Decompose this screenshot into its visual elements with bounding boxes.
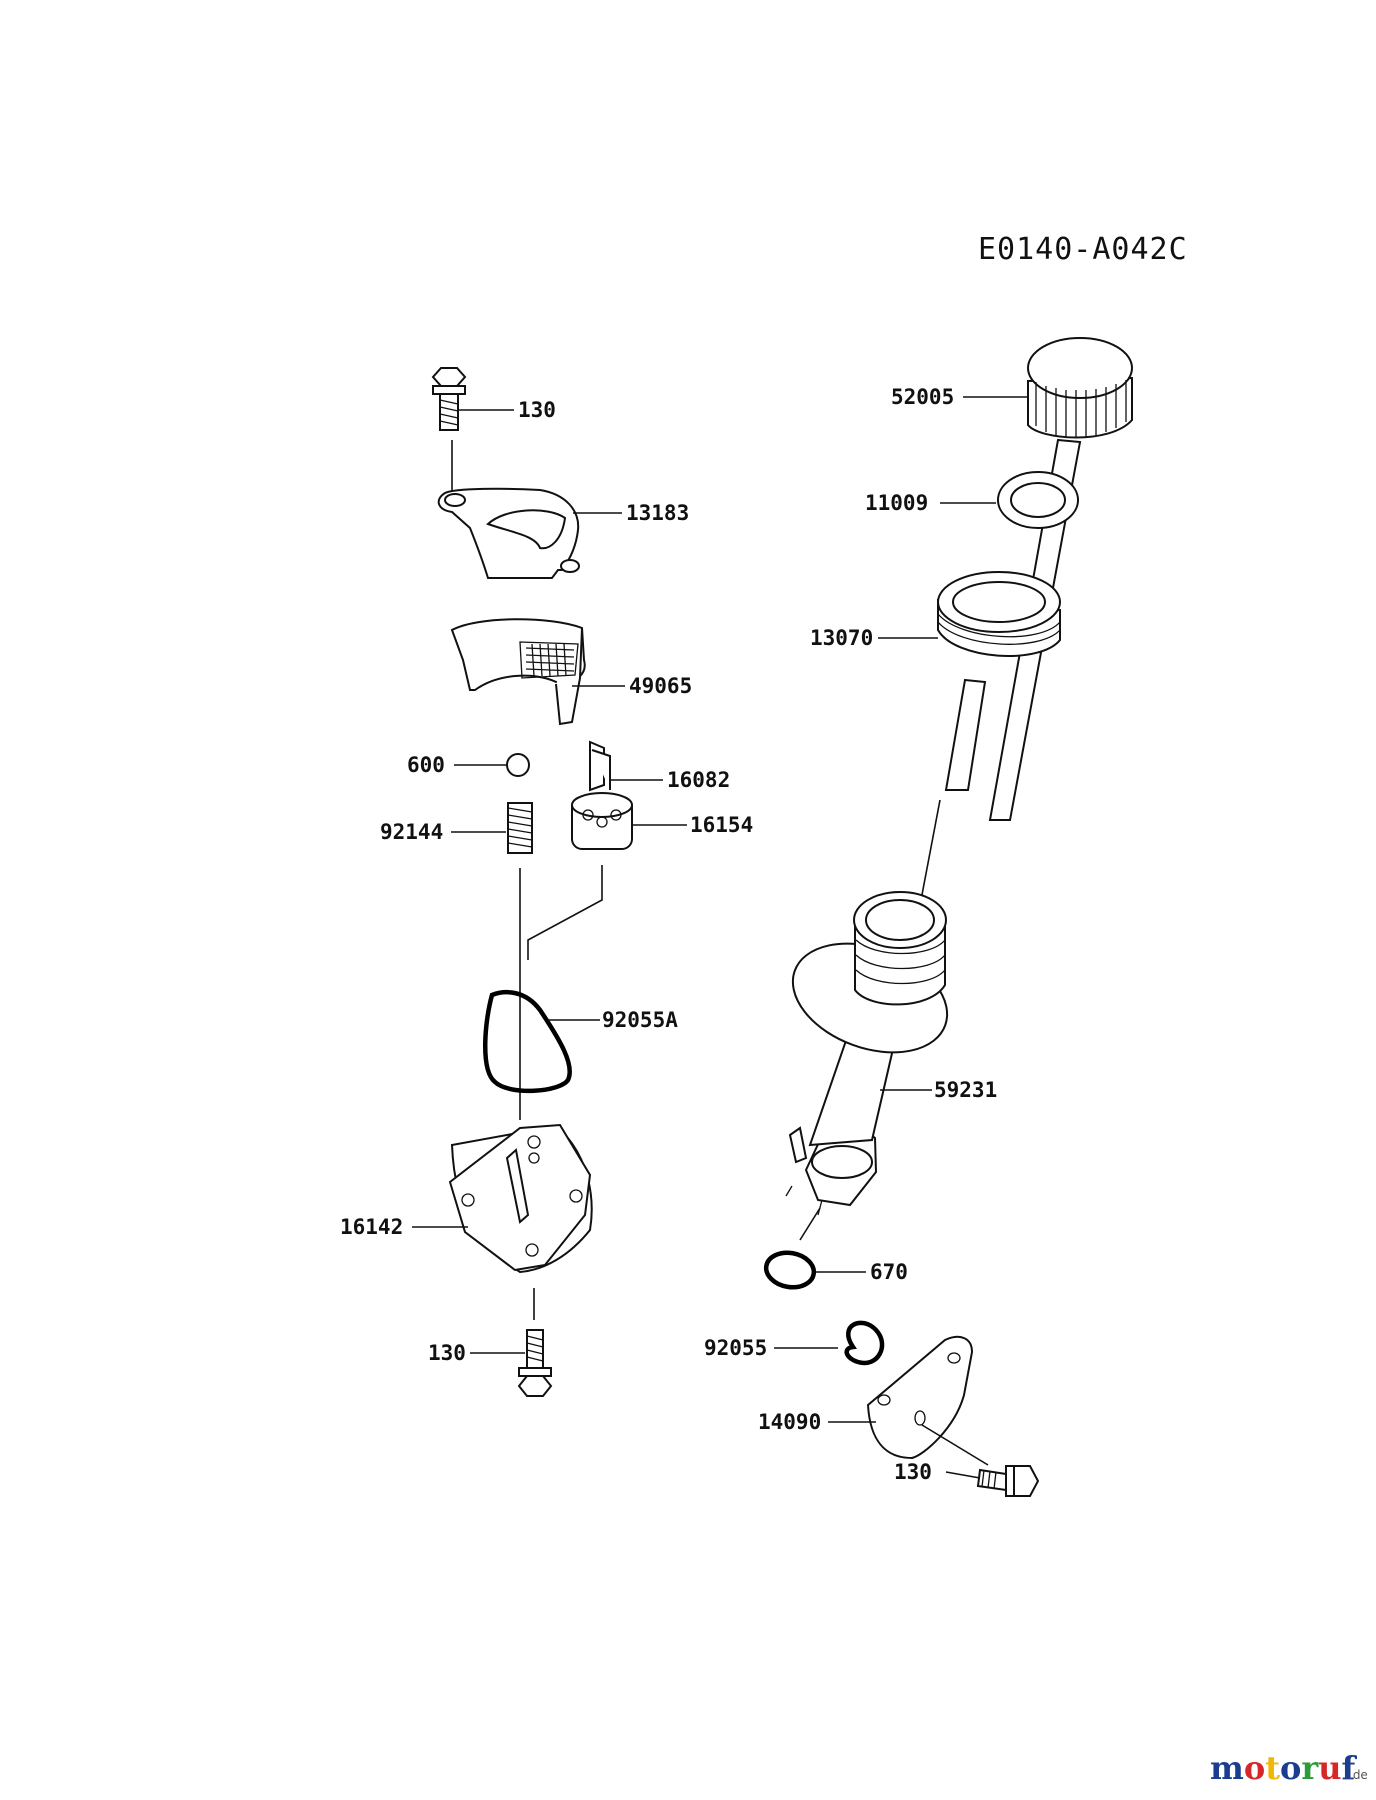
screen-49065 [450, 618, 625, 726]
svg-text:motoruf: motoruf [1210, 1749, 1357, 1787]
label-670: 670 [870, 1260, 908, 1284]
label-14090: 14090 [758, 1410, 821, 1434]
label-130-right: 130 [894, 1460, 932, 1484]
cover-16142 [412, 1123, 593, 1320]
label-130-top: 130 [518, 398, 556, 422]
bolt-130-bottom [470, 1329, 553, 1397]
label-49065: 49065 [629, 674, 692, 698]
bolt-130-top [431, 367, 514, 500]
washer-11009 [940, 471, 1079, 529]
label-59231: 59231 [934, 1078, 997, 1102]
bolt-130-right [945, 1465, 1040, 1497]
spring-92144 [451, 802, 533, 1120]
gasket-92055 [774, 1320, 885, 1366]
label-92055a: 92055A [602, 1008, 678, 1032]
ball-600 [454, 753, 530, 777]
shaft-16082 [589, 740, 663, 792]
diagram-code: E0140-A042C [978, 232, 1188, 267]
label-16154: 16154 [690, 813, 753, 837]
plate-13183 [437, 487, 622, 579]
label-16142: 16142 [340, 1215, 403, 1239]
label-130-bottom: 130 [428, 1341, 466, 1365]
label-92144: 92144 [380, 820, 443, 844]
svg-text:.de: .de [1349, 1768, 1368, 1782]
label-600: 600 [407, 753, 445, 777]
label-16082: 16082 [667, 768, 730, 792]
o-ring-670 [763, 1250, 866, 1290]
tube-59231 [785, 891, 949, 1241]
nut-13070 [878, 571, 1061, 657]
label-13183: 13183 [626, 501, 689, 525]
rotor-16154 [527, 792, 687, 960]
label-92055: 92055 [704, 1336, 767, 1360]
label-13070: 13070 [810, 626, 873, 650]
label-11009: 11009 [865, 491, 928, 515]
watermark-logo: motoruf .de [1210, 1749, 1368, 1787]
plate-14090 [828, 1335, 989, 1466]
o-ring-92055a [483, 990, 600, 1094]
label-52005: 52005 [891, 385, 954, 409]
